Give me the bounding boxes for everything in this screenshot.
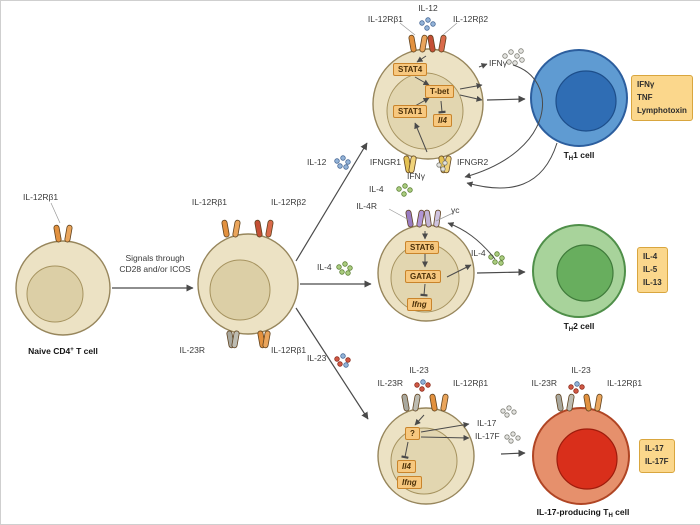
il4-gene-box-th17: Il4 <box>397 460 416 473</box>
il23-dots-ligand <box>414 379 431 392</box>
stat6-box: STAT6 <box>405 241 440 254</box>
th17-receptor-right-label: IL-12Rβ1 <box>453 378 489 388</box>
th1-product-ifng: IFNγ <box>637 80 655 89</box>
th17-product-il17f: IL-17F <box>645 456 669 466</box>
th2-cell-name: TH2 cell <box>549 321 609 334</box>
il12-dots-branch <box>334 155 351 170</box>
th1-name-sub: H <box>568 156 574 162</box>
naive-name-prefix: Naive CD4 <box>28 346 71 356</box>
th1-product-tnf: TNF <box>637 92 653 102</box>
label-pointer-lines <box>50 22 458 224</box>
central-receptor-top-right-label: IL-12Rβ2 <box>271 197 307 207</box>
th17-cell-ligand-label: IL-23 <box>571 365 591 375</box>
signal-caption: Signals through CD28 and/or ICOS <box>109 253 201 274</box>
th2-name-sub: H <box>568 327 574 333</box>
th17-receptor-left-label: IL-23R <box>377 378 403 388</box>
th2-name-t: T <box>563 321 569 331</box>
th2-receptor-right-label: γc <box>451 205 460 215</box>
naive-name-rest: T cell <box>73 346 98 356</box>
il17f-dots-out <box>504 431 521 444</box>
cytokine-dots <box>334 17 585 444</box>
th2-products-box: IL-4 IL-5 IL-13 <box>637 247 668 294</box>
tbet-box: T-bet <box>425 85 455 98</box>
th1-precursor-cell-body <box>372 48 484 160</box>
ifng-gene-box-th17: Ifng <box>397 476 422 489</box>
th2-receptor-left-label: IL-4R <box>356 201 377 211</box>
il17-dots-out <box>500 405 517 418</box>
th17-products-box: IL-17 IL-17F <box>639 439 675 473</box>
th1-name-rest: 1 cell <box>573 150 595 160</box>
th17-name-sub: H <box>608 513 613 519</box>
ifng-gene-box-th2: Ifng <box>407 298 432 311</box>
naive-cd4-cell-body <box>15 240 111 336</box>
th2-name-rest: 2 cell <box>573 321 595 331</box>
ifngr2-label: IFNGR2 <box>457 157 489 167</box>
ifng-bottom-label: IFNγ <box>407 171 425 181</box>
th1-cell-name: TH1 cell <box>547 150 611 163</box>
il4-dots-out <box>488 251 505 266</box>
il23-dots-th17 <box>568 381 585 394</box>
signal-caption-line1: Signals through <box>125 253 185 263</box>
th1-cell-body <box>530 49 628 147</box>
il4-dots-ligand <box>396 183 413 197</box>
il4-out-label: IL-4 <box>471 248 486 258</box>
central-receptor-bottom-left-label: IL-23R <box>179 345 205 355</box>
il4-dots-branch <box>336 261 353 276</box>
th1-receptor-right-label: IL-12Rβ2 <box>453 14 489 24</box>
th2-cell-body <box>532 224 626 318</box>
th2-product-il13: IL-13 <box>643 277 662 287</box>
th1-ligand-label: IL-12 <box>418 3 438 13</box>
main-arrows <box>112 95 526 457</box>
th1-name-t: T <box>563 150 569 160</box>
receptor-icons <box>52 34 604 412</box>
stat4-box: STAT4 <box>393 63 428 76</box>
th17-cell-name: IL-17-producing TH cell <box>519 507 647 520</box>
activated-cell-body <box>197 233 299 335</box>
th17-name-rest: cell <box>612 507 630 517</box>
th17-product-il17: IL-17 <box>645 444 664 453</box>
naive-receptor-label: IL-12Rβ1 <box>23 192 59 202</box>
il17-out-label: IL-17 <box>477 418 497 428</box>
signaling-arrows <box>401 55 558 459</box>
gata3-box: GATA3 <box>405 270 441 283</box>
th17-cell-receptor-right-label: IL-12Rβ1 <box>607 378 643 388</box>
th1-product-lymphotoxin: Lymphotoxin <box>637 105 687 115</box>
il23-dots-branch <box>334 353 351 368</box>
il4-gene-box-th1: Il4 <box>433 114 452 127</box>
stat1-box: STAT1 <box>393 105 428 118</box>
branch-il23-label: IL-23 <box>307 353 327 363</box>
th17-cell-body <box>532 407 630 505</box>
th17-name-prefix: IL-17-producing T <box>536 507 609 517</box>
ifng-out-label: IFNγ <box>489 58 507 68</box>
central-receptor-top-left-label: IL-12Rβ1 <box>191 197 227 207</box>
th17-cell-receptor-left-label: IL-23R <box>531 378 557 388</box>
th17-precursor-cell-body <box>377 407 475 505</box>
th1-products-box: IFNγ TNF Lymphotoxin <box>631 75 693 122</box>
ifng-dots-autocrine <box>436 160 448 172</box>
th17-ligand-label: IL-23 <box>409 365 429 375</box>
naive-name-sup: + <box>70 347 74 353</box>
ifng-dots-out <box>502 48 525 66</box>
th2-ligand-label: IL-4 <box>369 184 384 194</box>
branch-il4-label: IL-4 <box>317 262 332 272</box>
branch-il12-label: IL-12 <box>307 157 327 167</box>
th2-product-il4: IL-4 <box>643 252 658 261</box>
signal-caption-line2: CD28 and/or ICOS <box>119 263 191 274</box>
central-receptor-bottom-right-label: IL-12Rβ1 <box>271 345 307 355</box>
il12-dots-ligand <box>419 17 436 31</box>
naive-cell-name: Naive CD4+ T cell <box>11 346 115 356</box>
unknown-factor-box: ? <box>405 427 420 440</box>
th1-receptor-left-label: IL-12Rβ1 <box>367 14 403 24</box>
ifngr1-label: IFNGR1 <box>369 157 401 167</box>
th2-product-il5: IL-5 <box>643 264 658 274</box>
il17f-out-label: IL-17F <box>475 431 500 441</box>
